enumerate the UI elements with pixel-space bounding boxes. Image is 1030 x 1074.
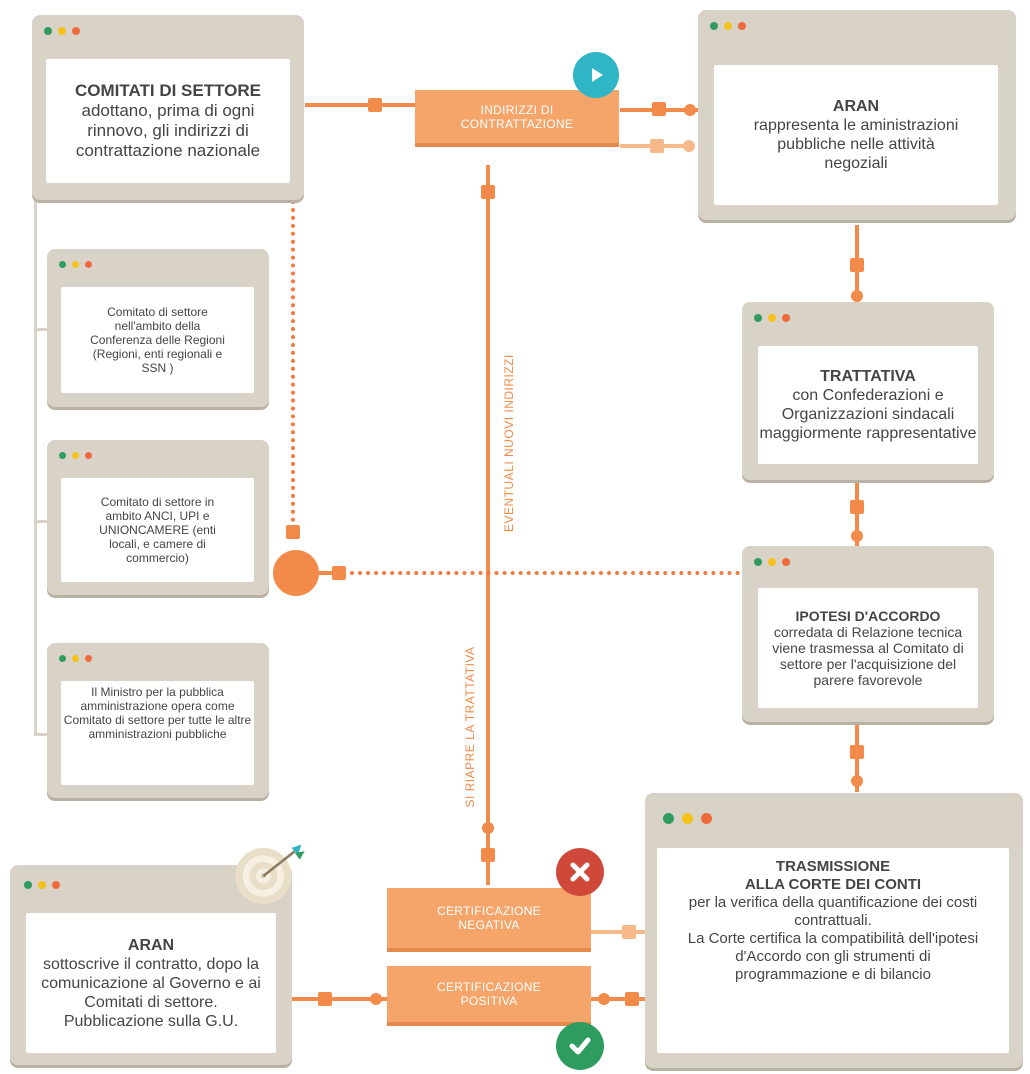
box-aran-bottom: ARAN sottoscrive il contratto, dopo la c… (10, 865, 292, 1065)
plug (622, 925, 636, 939)
dotted-comitati-down (291, 200, 295, 530)
box-trattativa: TRATTATIVA con Confederazioni e Organizz… (742, 302, 994, 480)
box-sub-regioni: Comitato di settore nell'ambito della Co… (47, 249, 269, 407)
connector-positiva-aran (292, 997, 387, 1001)
ipotesi-text: corredata di Relazione tecnica viene tra… (772, 624, 964, 688)
branch-1 (34, 328, 48, 331)
target-icon (232, 838, 308, 914)
window-dots (710, 22, 746, 30)
line-riapre (486, 165, 490, 885)
trasmissione-text-2: La Corte certifica la compatibilità dell… (687, 930, 979, 983)
window-dots (24, 881, 60, 889)
box-trasmissione: TRASMISSIONE ALLA CORTE DEI CONTI per la… (645, 793, 1023, 1068)
aran-top-title: ARAN (832, 98, 880, 115)
label-riapre: SI RIAPRE LA TRATTATIVA (463, 646, 477, 808)
window-dots (59, 261, 92, 268)
window-dots (754, 314, 790, 322)
sub-ministro-text: Il Ministro per la pubblica amministrazi… (63, 685, 252, 741)
trattativa-text: con Confederazioni e Organizzazioni sind… (759, 387, 977, 442)
trasmissione-text-1: per la verifica della quantificazione de… (688, 894, 978, 929)
plug (332, 566, 346, 580)
label-eventuali: EVENTUALI NUOVI INDIRIZZI (502, 354, 516, 532)
comitati-text: adottano, prima di ogni rinnovo, gli ind… (75, 101, 261, 160)
trattativa-title: TRATTATIVA (820, 368, 916, 385)
sub-regioni-text: Comitato di settore nell'ambito della Co… (90, 305, 225, 375)
box-sub-ministro: Il Ministro per la pubblica amministrazi… (47, 643, 269, 798)
connector-ball (851, 530, 863, 542)
connector-ball (482, 822, 494, 834)
connector-negativa (590, 930, 645, 934)
play-icon (573, 52, 619, 98)
branch-3 (34, 733, 48, 736)
aran-top-text: rappresenta le aministrazioni pubbliche … (753, 117, 959, 172)
window-dots (59, 452, 92, 459)
branch-2 (34, 520, 48, 523)
connector-ball (684, 104, 696, 116)
connector-ball (598, 993, 610, 1005)
box-ipotesi: IPOTESI D'ACCORDO corredata di Relazione… (742, 546, 994, 722)
check-icon (556, 1022, 604, 1070)
trasmissione-title-2: ALLA CORTE DEI CONTI (744, 876, 922, 893)
box-sub-anci: Comitato di settore in ambito ANCI, UPI … (47, 440, 269, 595)
box-comitati-di-settore: COMITATI DI SETTORE adottano, prima di o… (32, 15, 304, 200)
plug (368, 98, 382, 112)
sub-anci-text: Comitato di settore in ambito ANCI, UPI … (99, 495, 216, 565)
plug (481, 185, 495, 199)
aran-bottom-text: sottoscrive il contratto, dopo la comuni… (41, 955, 261, 1030)
window-dots (59, 655, 92, 662)
label-indirizzi: INDIRIZZI DI CONTRATTAZIONE (415, 90, 619, 147)
comitati-side-line (34, 200, 37, 735)
line-trattativa-ipotesi (855, 482, 859, 547)
plug (650, 139, 664, 153)
plug (652, 102, 666, 116)
plug (318, 992, 332, 1006)
connector-ball (683, 140, 695, 152)
connector-ball (370, 993, 382, 1005)
ipotesi-title: IPOTESI D'ACCORDO (795, 608, 941, 624)
junction-circle (273, 550, 319, 596)
plug (850, 500, 864, 514)
window-dots (754, 558, 790, 566)
connector-comitati-indirizzi (305, 103, 415, 107)
comitati-title: COMITATI DI SETTORE (74, 81, 262, 100)
plug (481, 848, 495, 862)
window-dots (663, 813, 712, 824)
cross-icon (556, 848, 604, 896)
dotted-ipotesi-left (350, 571, 740, 575)
plug (286, 525, 300, 539)
connector-ball (851, 775, 863, 787)
label-negativa: CERTIFICAZIONE NEGATIVA (387, 888, 591, 952)
connector (318, 571, 338, 575)
box-aran-top: ARAN rappresenta le aministrazioni pubbl… (698, 10, 1016, 220)
label-positiva: CERTIFICAZIONE POSITIVA (387, 966, 591, 1026)
window-dots (44, 27, 80, 35)
connector-ball (851, 290, 863, 302)
plug (850, 745, 864, 759)
trasmissione-title-1: TRASMISSIONE (775, 858, 891, 875)
connector-positiva (590, 997, 645, 1001)
plug (850, 258, 864, 272)
aran-bottom-title: ARAN (127, 936, 175, 954)
plug (625, 992, 639, 1006)
